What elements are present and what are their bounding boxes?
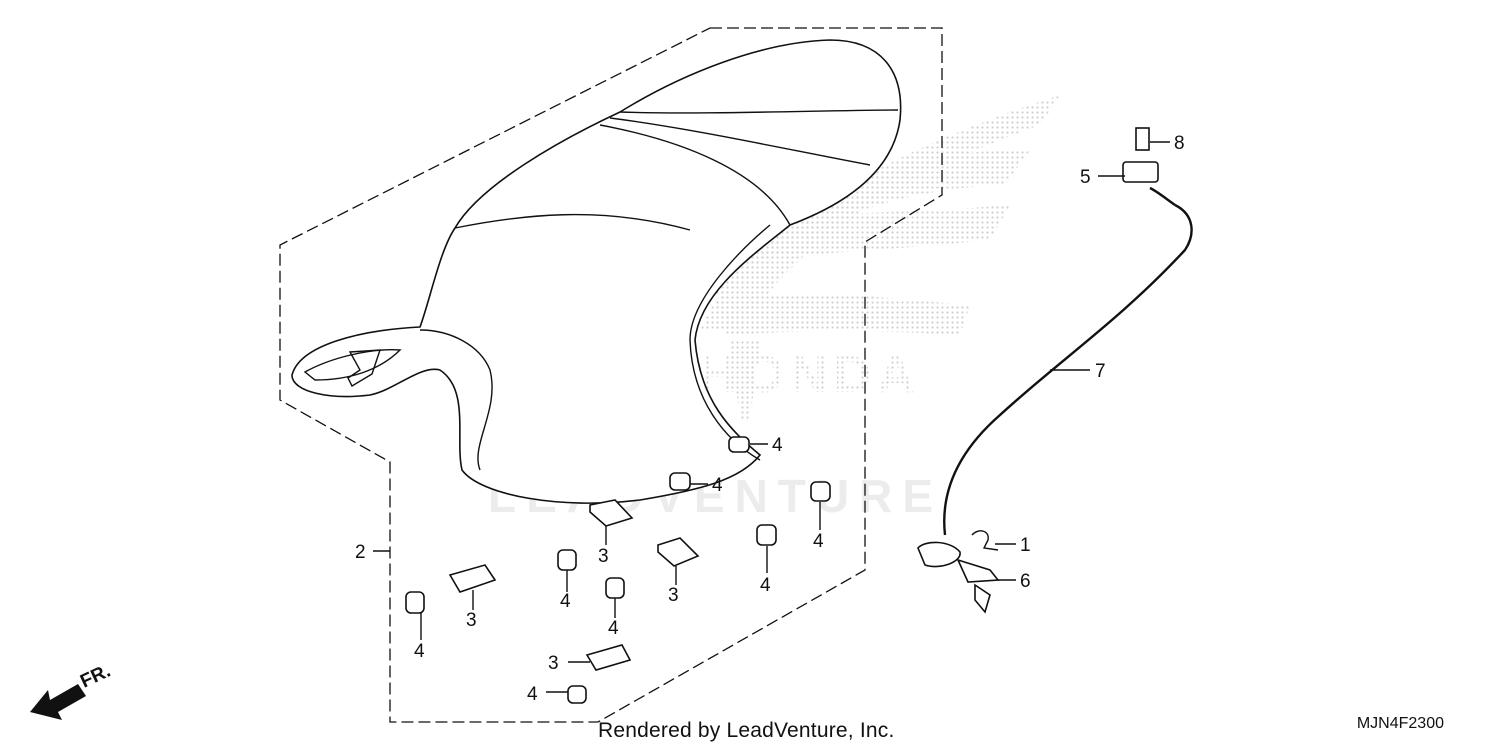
callout-1: 1 (1020, 535, 1031, 556)
callout-3: 3 (548, 653, 559, 674)
diagram-code: MJN4F2300 (1356, 715, 1444, 732)
callout-4: 4 (414, 641, 425, 662)
callout-4: 4 (712, 475, 723, 496)
callout-3: 3 (668, 585, 679, 606)
callout-8: 8 (1174, 133, 1185, 154)
seat (291, 39, 902, 504)
front-direction-indicator: FR. (30, 661, 114, 720)
callout-4: 4 (772, 435, 783, 456)
callout-4: 4 (527, 684, 538, 705)
callout-5: 5 (1080, 167, 1091, 188)
seat-stoppers (448, 499, 700, 671)
callout-6: 6 (1020, 571, 1031, 592)
callout-4: 4 (608, 618, 619, 639)
honda-wing-watermark (700, 95, 1060, 420)
callout-2: 2 (355, 542, 366, 563)
rendered-by-credit: Rendered by LeadVenture, Inc. (598, 719, 895, 742)
callout-3: 3 (466, 610, 477, 631)
seat-lock-cable (917, 127, 1193, 614)
callout-3: 3 (598, 546, 609, 567)
honda-watermark-text: HONDA (700, 346, 921, 404)
arrow-icon (30, 684, 86, 720)
front-label: FR. (77, 661, 114, 693)
callout-4: 4 (813, 531, 824, 552)
assembly-boundary (279, 27, 943, 723)
seat-rubbers (405, 436, 831, 704)
leader-lines (373, 141, 1170, 693)
callout-4: 4 (560, 591, 571, 612)
callout-4: 4 (760, 575, 771, 596)
callout-7: 7 (1095, 361, 1106, 382)
